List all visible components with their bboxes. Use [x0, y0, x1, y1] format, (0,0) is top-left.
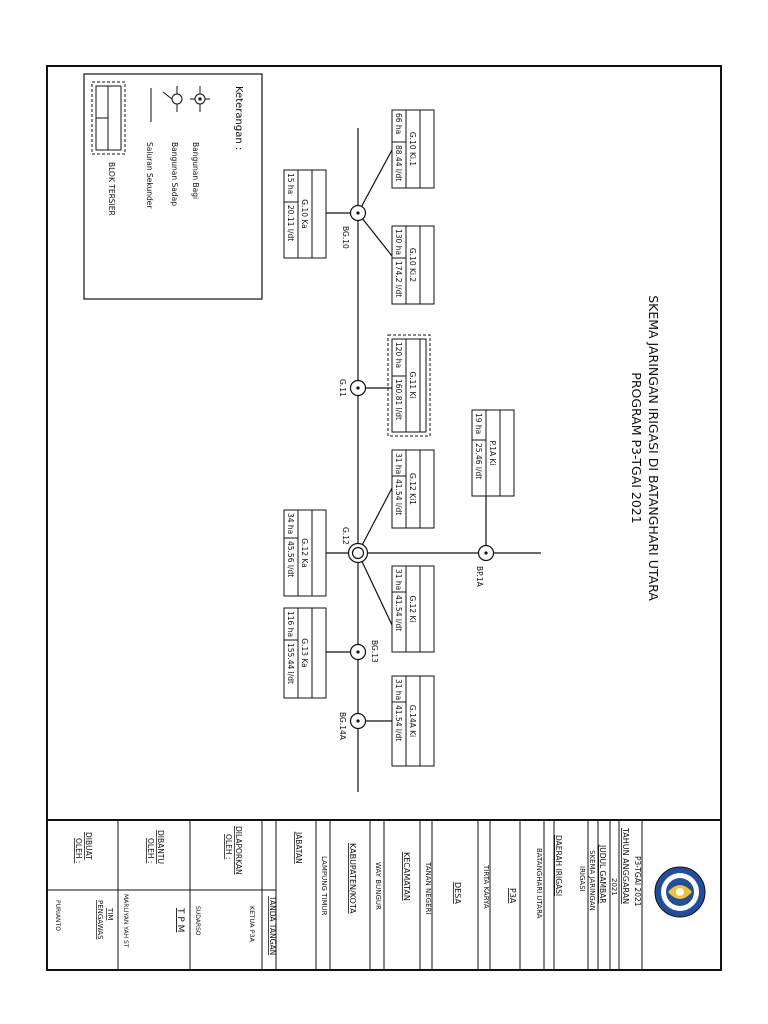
block-g10ka-area: 15 ha — [286, 173, 295, 194]
block-g10ki2-area: 130 ha — [394, 229, 403, 255]
tb-judul-value-2: IRIGASI — [578, 866, 586, 892]
tb-desa-value: TANAN NEGERI — [424, 861, 432, 914]
tb-tahun-value: 2021 — [610, 878, 618, 896]
blok-tersier-icon — [91, 81, 126, 155]
institution-logo — [654, 866, 706, 918]
tb-p3a-value: TIRTA KARYA — [482, 864, 490, 909]
block-g10ki2-name: G.10 Ki.2 — [408, 248, 417, 283]
tb-dilaporkan-1: DILAPORKAN — [234, 826, 243, 875]
title-line-2: PROGRAM P3-TGAI 2021 — [629, 372, 644, 523]
tb-dibuat-role-1: TIM — [106, 907, 114, 920]
block-g12ka-name: G.12 Ka — [300, 538, 309, 568]
title-line-1: SKEMA JARINGAN IRIGASI DI BATANGHARI UTA… — [646, 295, 661, 601]
block-g14aki-name: G.14A Ki — [408, 705, 417, 737]
legend-bangunan-bagi: Bangunan Bagi — [191, 142, 200, 199]
tb-desa-label: DESA — [453, 882, 462, 904]
title-block-text: P3-TGAI 2021 TAHUN ANGGARAN 2021 JUDUL G… — [54, 826, 642, 955]
legend-saluran-sekunder: Saluran Sekunder — [145, 142, 154, 209]
node-bg14a: BG.14A — [338, 712, 367, 741]
node-bg13: BG.13 — [349, 640, 379, 663]
block-g12ki-name: G.12 Ki — [408, 595, 417, 622]
block-g12ki-flow: 41.54 l/dt — [394, 595, 403, 631]
tb-dibuat-1: DIBUAT — [84, 832, 93, 860]
block-p1aki-flow: 25.46 l/dt — [474, 443, 483, 479]
block-g12ki1-name: G.12 Ki1 — [408, 473, 417, 505]
node-label-g12: G.12 — [341, 527, 350, 545]
block-g11ki-flow: 160.81 l/dt — [394, 379, 403, 420]
block-g10ki2: 130 ha 174.2 l/dt G.10 Ki.2 — [391, 225, 435, 305]
block-g14aki: 31 ha 41.54 l/dt G.14A Ki — [391, 675, 435, 767]
tb-dibantu-1: DIBANTU — [156, 830, 165, 864]
node-g11: G.11 — [338, 379, 367, 397]
block-g13ka: 116 ha 155.44 l/dt G.13 Ka — [283, 607, 327, 699]
tb-dilaporkan-name: SUDARSO — [194, 906, 201, 936]
tb-daerah-value: BATANGHARI UTARA — [535, 848, 543, 919]
tb-judul-value-1: SKEMA JARINGAN — [588, 850, 596, 911]
node-bp1a: BP.1A — [475, 544, 495, 588]
tb-dilaporkan-role: KETUA P3A — [248, 906, 256, 943]
block-g12ki-area: 31 ha — [394, 569, 403, 590]
tb-dibantu-name: MARLIYAN YAH ST — [122, 894, 129, 948]
bangunan-bagi-icon — [190, 86, 210, 112]
tb-program: P3-TGAI 2021 — [633, 856, 642, 907]
legend-blok-tersier: BLOK TERSIER — [107, 162, 116, 216]
block-g13ka-name: G.13 Ka — [300, 638, 309, 668]
tb-dibuat-name: PURIANTO — [54, 900, 61, 931]
block-g11ki-name: G.11 Ki — [408, 371, 417, 398]
block-p1aki: 19 ha 25.46 l/dt P.1A Ki — [471, 409, 515, 497]
tb-dibantu-role: T P M — [175, 907, 185, 932]
tb-judul-label: JUDUL GAMBAR — [598, 844, 607, 903]
block-g12ka-area: 34 ha — [286, 513, 295, 534]
block-g10ki1-name: G.10 Ki.1 — [408, 132, 417, 167]
tb-dibantu-2: OLEH : — [146, 838, 155, 863]
legend: Keterangan : Bangunan Bagi Bangunan Sada… — [83, 73, 263, 300]
legend-heading: Keterangan : — [233, 86, 244, 150]
block-p1aki-area: 19 ha — [474, 413, 483, 434]
node-bg10: BG.10 — [341, 204, 367, 249]
node-label-bg14a: BG.14A — [338, 712, 347, 741]
block-g10ka-flow: 20.11 l/dt — [286, 205, 295, 241]
legend-bangunan-sadap: Bangunan Sadap — [170, 142, 179, 206]
tb-tanda-tangan-label: TANDA TANGAN — [268, 895, 277, 955]
block-g12ki1: 31 ha 41.54 l/dt G.12 Ki1 — [391, 449, 435, 529]
block-g10ki2-flow: 174.2 l/dt — [394, 261, 403, 297]
tb-tahun-label: TAHUN ANGGARAN — [621, 827, 630, 904]
tb-kecamatan-value: WAY BUNGUR — [374, 862, 382, 910]
node-g12: G.12 — [341, 527, 369, 564]
block-g12ka-flow: 45.56 l/dt — [286, 541, 295, 577]
block-g14aki-flow: 41.54 l/dt — [394, 705, 403, 741]
bangunan-sadap-icon — [162, 86, 183, 112]
tb-dibuat-role-2: PENGAWAS — [96, 900, 104, 940]
tb-dibuat-2: OLEH : — [74, 838, 83, 863]
block-g13ka-area: 116 ha — [286, 611, 295, 637]
block-g10ka-name: G.10 Ka — [300, 199, 309, 229]
block-g11ki-area: 120 ha — [394, 342, 403, 368]
block-g10ka: 15 ha 20.11 l/dt G.10 Ka — [283, 169, 327, 259]
block-g12ka: 34 ha 45.56 l/dt G.12 Ka — [283, 509, 327, 597]
block-g13ka-flow: 155.44 l/dt — [286, 643, 295, 684]
block-g10ki1: 66 ha 88.44 l/dt G.10 Ki.1 — [391, 109, 435, 189]
title-block — [47, 820, 643, 970]
tb-daerah-label: DAERAH IRIGASI — [554, 835, 563, 896]
block-g12ki: 31 ha 41.54 l/dt G.12 Ki — [391, 565, 435, 653]
block-g10ki1-area: 66 ha — [394, 113, 403, 134]
block-g12ki1-area: 31 ha — [394, 453, 403, 474]
tb-p3a-label: P3A — [508, 888, 517, 904]
block-g10ki1-flow: 88.44 l/dt — [394, 145, 403, 181]
node-label-bg13: BG.13 — [370, 640, 379, 663]
node-label-g11: G.11 — [338, 379, 347, 397]
legend-box — [83, 73, 263, 300]
block-p1aki-name: P.1A Ki — [488, 440, 497, 465]
block-g14aki-area: 31 ha — [394, 679, 403, 700]
tb-kabupaten-value: LAMPUNG TIMUR — [320, 856, 328, 916]
tb-kabupaten-label: KABUPATEN/KOTA — [348, 843, 357, 914]
tb-jabatan-label: JABATAN — [294, 831, 303, 864]
tb-dilaporkan-2: OLEH : — [224, 834, 233, 859]
tb-kecamatan-label: KECAMATAN — [402, 852, 411, 901]
node-label-bg10: BG.10 — [341, 226, 350, 249]
node-label-bp1a: BP.1A — [475, 566, 484, 588]
block-g12ki1-flow: 41.54 l/dt — [394, 479, 403, 515]
block-g11ki: 120 ha 160.81 l/dt G.11 Ki — [387, 334, 431, 437]
